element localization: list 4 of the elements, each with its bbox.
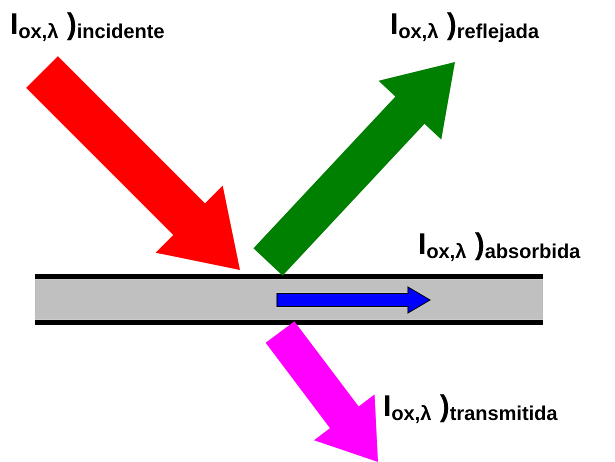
intensity-label: I$_{ox,λ}$ )$_{transmitida}$ — [383, 392, 558, 424]
intensity-label: I$_{ox,λ}$ )$_{reflejada}$ — [390, 10, 539, 42]
intensity-label: I$_{ox,λ}$ )$_{incidente}$ — [10, 10, 164, 42]
intensity-label: I$_{ox,λ}$ )$_{absorbida}$ — [418, 230, 580, 262]
